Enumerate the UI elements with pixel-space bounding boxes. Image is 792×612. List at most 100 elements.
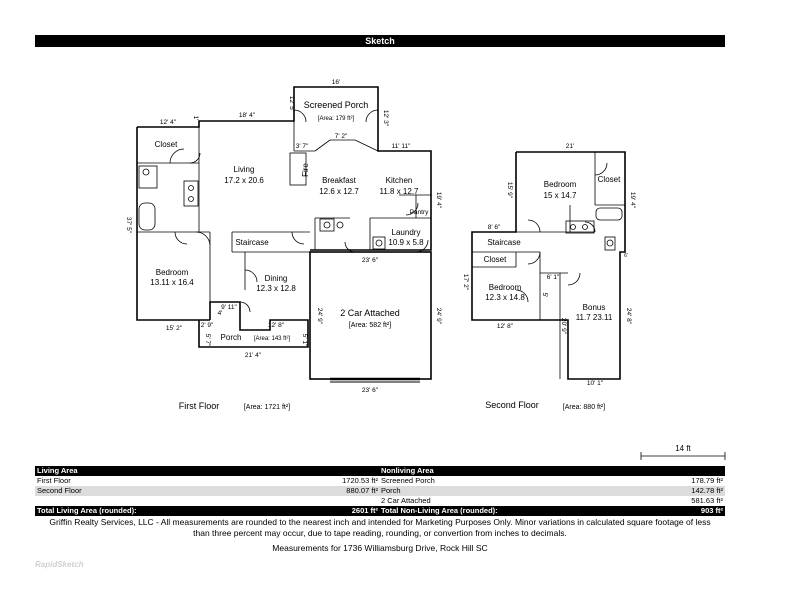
room-kitchen: Kitchen [386,176,413,185]
room-living: Living [234,165,255,174]
dim-18-4: 18' 4" [239,112,256,119]
dim-12-3: 12' 3" [382,110,389,127]
nonliving-row-name: Porch [381,486,401,495]
nonliving-row-name: 2 Car Attached [381,496,431,505]
room-porch: Porch [221,333,242,342]
dim-6-1: 6' 1" [547,274,560,281]
room-garage-area: [Area: 582 ft²] [349,322,391,329]
second-floor-area: [Area: 880 ft²] [563,404,605,411]
total-nonliving-value: 903 ft² [700,506,723,515]
nonliving-row-value: 178.79 ft² [691,476,723,485]
dim-23-6-top: 23' 6" [362,257,379,264]
table-row: Second Floor 880.07 ft² Porch 142.78 ft² [35,486,725,496]
room-bedroom-2: Bedroom [544,180,577,189]
dim-17-2: 17' 2" [462,274,469,291]
dim-6: 6' [624,253,628,259]
room-bedroom-3: Bedroom [489,283,522,292]
room-fire: Fire [301,163,310,177]
dim-24-9-left: 24' 9" [316,308,323,325]
table-header-row: Living Area Nonliving Area [35,466,725,476]
total-living-value: 2601 ft² [351,506,378,515]
dim-8-6: 8' 6" [488,224,501,231]
scale-label: 14 ft [675,444,691,453]
room-screened-porch-area: [Area: 179 ft²] [318,116,355,122]
dim-23-6-bottom: 23' 6" [362,387,379,394]
dim-11-11: 11' 11" [392,143,412,150]
room-porch-area: [Area: 143 ft²] [254,336,291,342]
nonliving-row-value: 581.63 ft² [691,496,723,505]
sketch-title-bar: Sketch [35,35,725,47]
dim-3-7: 3' 7" [296,143,309,150]
dim-15-2: 15' 2" [166,325,183,332]
dim-12-4: 12' 4" [160,119,177,126]
nonliving-row-name: Screened Porch [381,476,435,485]
dim-12-8: 12' 8" [268,322,285,329]
table-row: First Floor 1720.53 ft² Screened Porch 1… [35,476,725,486]
nonliving-area-header: Nonliving Area [381,466,434,475]
room-bonus: Bonus [583,303,606,312]
room-staircase-2: Staircase [487,238,521,247]
area-summary-table: Living Area Nonliving Area First Floor 1… [35,466,725,516]
second-floor-label: Second Floor [485,400,539,410]
room-breakfast-dim: 12.6 x 12.7 [319,187,359,196]
dim-16: 16' [332,79,340,86]
disclaimer-text: Griffin Realty Services, LLC - All measu… [49,517,711,538]
rapidsketch-logo: RapidSketch [35,560,84,569]
dim-19-4: 19' 4" [435,192,442,209]
room-garage: 2 Car Attached [340,308,400,318]
dim-15-9: 15' 9" [506,182,513,199]
total-living-label: Total Living Area (rounded): [37,506,137,515]
dim-5-7: 5' 7" [204,334,211,347]
room-closet-2: Closet [598,175,621,184]
living-row-name: First Floor [37,476,71,485]
dim-1: 1' [192,116,199,121]
dim-5-1: 5' 1" [301,334,308,347]
room-bonus-dim: 11.7 23.11 [576,313,613,322]
living-area-header: Living Area [37,466,78,475]
dim-21-4: 21' 4" [245,352,262,359]
room-bedroom-1: Bedroom [156,268,189,277]
room-laundry: Laundry [392,228,421,237]
dim-37-5: 37' 5" [125,217,132,234]
dim-20-9: 20' 9" [560,318,567,335]
dim-10-1: 10' 1" [587,380,604,387]
room-breakfast: Breakfast [322,176,357,185]
room-laundry-dim: 10.9 x 5.8 [388,238,424,247]
floor-plan-sketch: Closet Living 17.2 x 20.6 Screened Porch… [125,79,726,460]
room-kitchen-dim: 11.8 x 12.7 [380,187,420,196]
room-staircase-1: Staircase [235,238,269,247]
dim-21: 21' [566,143,574,150]
address-text: Measurements for 1736 Williamsburg Drive… [272,543,488,553]
dim-24-9-right: 24' 9" [435,308,442,325]
room-closet-3: Closet [484,255,507,264]
table-row: 2 Car Attached 581.63 ft² [35,496,725,506]
room-living-dim: 17.2 x 20.6 [224,176,264,185]
dim-2-9: 2' 9" [201,322,214,329]
room-bedroom-2-dim: 15 x 14.7 [544,191,577,200]
dim-5: 5' [541,293,548,298]
room-bedroom-3-dim: 12.3 x 14.8 [485,293,525,302]
dim-24-8: 24' 8" [625,308,632,325]
living-row-value: 1720.53 ft² [342,476,378,485]
room-bedroom-1-dim: 13.11 x 16.4 [150,278,194,287]
room-screened-porch: Screened Porch [304,100,369,110]
dim-9-11: 9' 11" [221,304,237,311]
first-floor-area: [Area: 1721 ft²] [244,404,290,411]
porch-outline [198,301,309,348]
room-dining-dim: 12.3 x 12.8 [256,284,296,293]
first-floor-outline [137,86,432,251]
dim-4: 4' [218,310,223,317]
living-row-name: Second Floor [37,486,82,495]
total-nonliving-label: Total Non-Living Area (rounded): [381,506,498,515]
living-row-value: 880.07 ft² [346,486,378,495]
dim-19-4-second: 19' 4" [629,192,636,209]
dim-7-2: 7' 2" [335,133,348,140]
first-floor-label: First Floor [179,401,220,411]
nonliving-row-value: 142.78 ft² [691,486,723,495]
dim-12-8-second: 12' 8" [497,323,514,330]
room-dining: Dining [265,274,288,283]
dim-12-5: 12' 5" [288,96,295,113]
room-closet-1: Closet [155,140,178,149]
room-pantry: Pantry [410,209,430,216]
first-floor-west-wall [136,127,210,321]
